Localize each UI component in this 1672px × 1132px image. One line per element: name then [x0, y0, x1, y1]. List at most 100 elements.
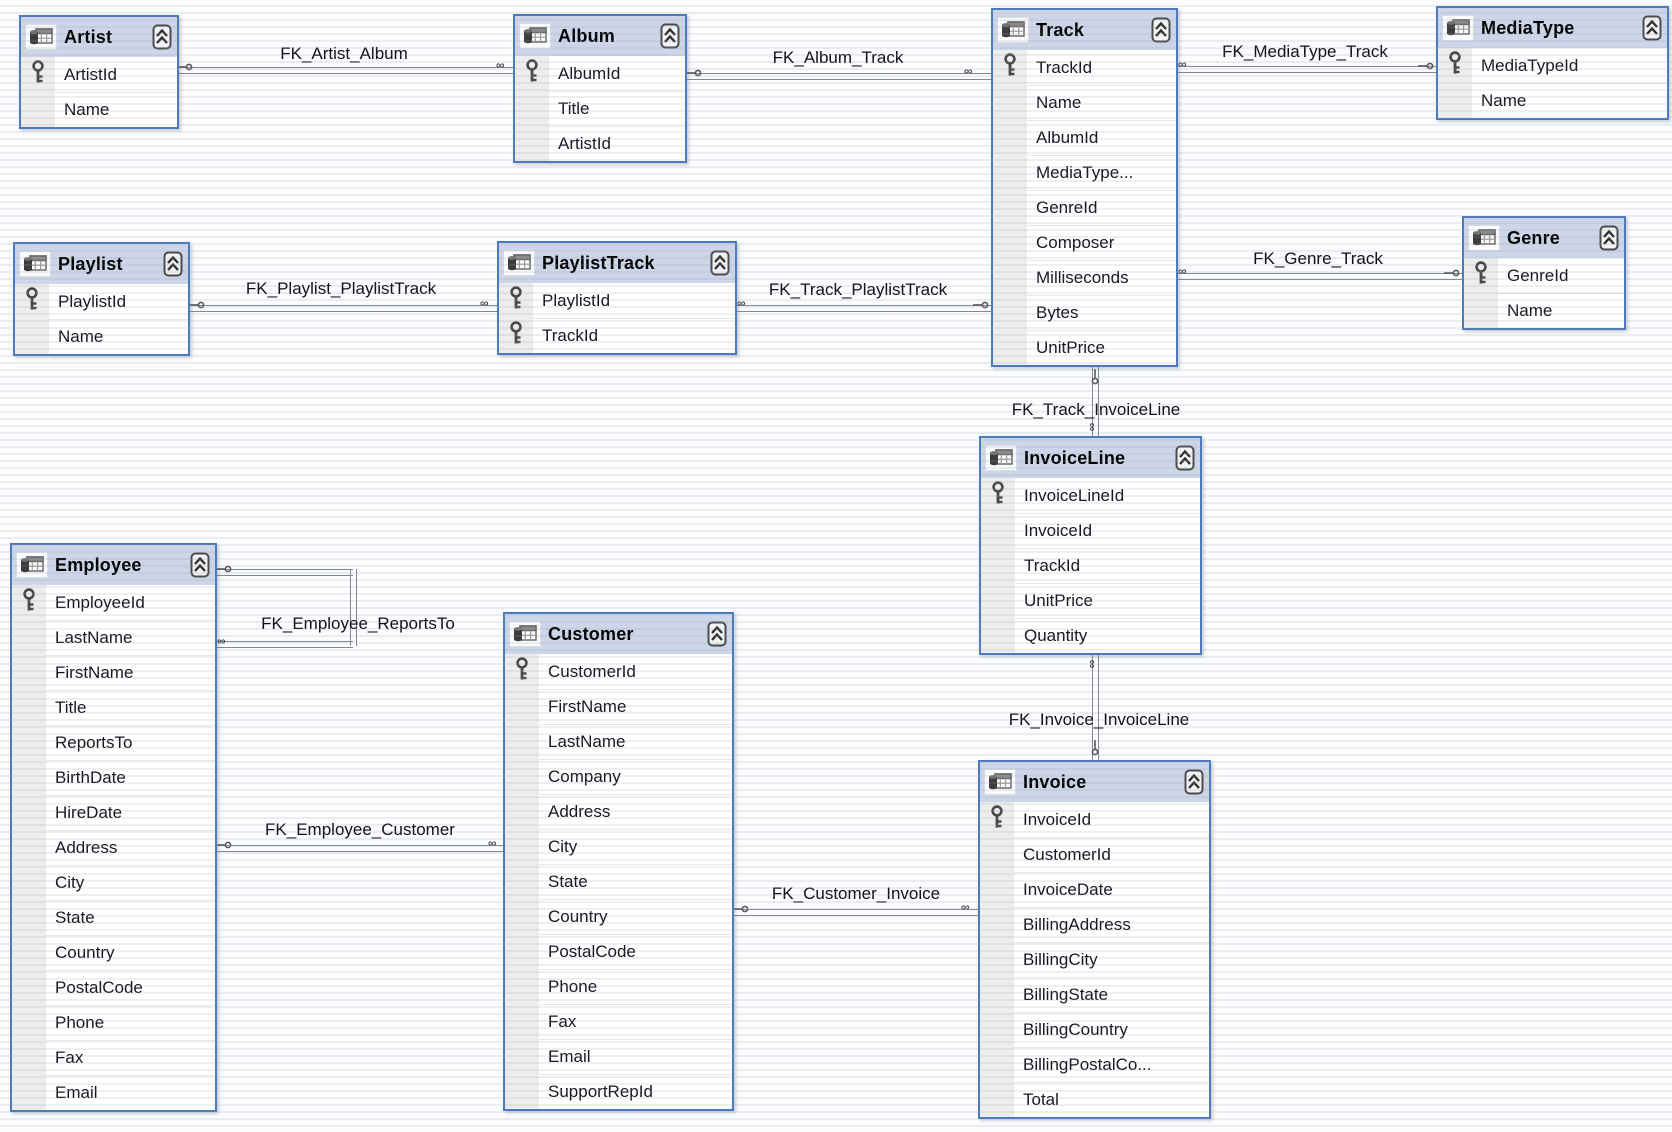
column-row[interactable]: ArtistId — [515, 126, 685, 161]
column-row[interactable]: Title — [12, 690, 215, 725]
collapse-button[interactable] — [1151, 17, 1171, 43]
column-row[interactable]: City — [12, 865, 215, 900]
collapse-button[interactable] — [660, 23, 680, 49]
column-row[interactable]: CustomerId — [505, 654, 732, 689]
column-row[interactable]: Country — [12, 935, 215, 970]
table-header[interactable]: MediaType — [1438, 8, 1667, 48]
table-artist[interactable]: Artist ArtistId Name — [19, 15, 179, 129]
column-row[interactable]: Fax — [505, 1004, 732, 1039]
relationship-line-fk-employee-reportsto-bottom[interactable] — [213, 641, 353, 648]
column-row[interactable]: ArtistId — [21, 57, 177, 92]
column-row[interactable]: InvoiceLineId — [981, 478, 1200, 513]
table-invoiceline[interactable]: InvoiceLine InvoiceLineId InvoiceId Trac… — [979, 436, 1202, 655]
table-header[interactable]: Playlist — [15, 244, 188, 284]
column-row[interactable]: Email — [505, 1039, 732, 1074]
relationship-label[interactable]: FK_MediaType_Track — [1222, 42, 1388, 61]
table-mediatype[interactable]: MediaType MediaTypeId Name — [1436, 6, 1669, 120]
table-header[interactable]: Invoice — [980, 762, 1209, 802]
relationship-line-fk-album-track[interactable] — [683, 73, 991, 80]
table-album[interactable]: Album AlbumId Title ArtistId — [513, 14, 687, 163]
column-row[interactable]: Milliseconds — [993, 260, 1176, 295]
column-row[interactable]: Name — [993, 85, 1176, 120]
table-playlist[interactable]: Playlist PlaylistId Name — [13, 242, 190, 356]
relationship-label[interactable]: FK_Genre_Track — [1253, 249, 1383, 268]
collapse-button[interactable] — [1184, 769, 1204, 795]
column-row[interactable]: Name — [1464, 293, 1624, 328]
column-row[interactable]: SupportRepId — [505, 1074, 732, 1109]
column-row[interactable]: HireDate — [12, 795, 215, 830]
relationship-line-fk-artist-album[interactable] — [175, 67, 513, 74]
table-invoice[interactable]: Invoice InvoiceId CustomerId InvoiceDate… — [978, 760, 1211, 1119]
table-header[interactable]: Track — [993, 10, 1176, 50]
column-row[interactable]: MediaTypeId — [1438, 48, 1667, 83]
column-row[interactable]: Email — [12, 1075, 215, 1110]
column-row[interactable]: PlaylistId — [499, 283, 735, 318]
column-row[interactable]: State — [12, 900, 215, 935]
relationship-label[interactable]: FK_Employee_Customer — [265, 820, 455, 839]
column-row[interactable]: FirstName — [505, 689, 732, 724]
column-row[interactable]: BillingCity — [980, 942, 1209, 977]
column-row[interactable]: CustomerId — [980, 837, 1209, 872]
column-row[interactable]: PlaylistId — [15, 284, 188, 319]
column-row[interactable]: Name — [15, 319, 188, 354]
column-row[interactable]: AlbumId — [515, 56, 685, 91]
column-row[interactable]: City — [505, 829, 732, 864]
column-row[interactable]: Fax — [12, 1040, 215, 1075]
relationship-label[interactable]: FK_Employee_ReportsTo — [261, 614, 455, 633]
collapse-button[interactable] — [163, 251, 183, 277]
relationship-line-fk-track-invoiceline[interactable] — [1092, 365, 1099, 436]
column-row[interactable]: TrackId — [993, 50, 1176, 85]
relationship-line-fk-customer-invoice[interactable] — [730, 909, 978, 916]
column-row[interactable]: State — [505, 864, 732, 899]
column-row[interactable]: Address — [12, 830, 215, 865]
collapse-button[interactable] — [190, 552, 210, 578]
relationship-line-fk-playlist-playlisttrack[interactable] — [186, 305, 497, 312]
relationship-label[interactable]: FK_Playlist_PlaylistTrack — [245, 279, 437, 298]
table-genre[interactable]: Genre GenreId Name — [1462, 216, 1626, 330]
relationship-label[interactable]: FK_Track_InvoiceLine — [1011, 400, 1181, 419]
column-row[interactable]: FirstName — [12, 655, 215, 690]
table-employee[interactable]: Employee EmployeeId LastName FirstName T… — [10, 543, 217, 1112]
relationship-label[interactable]: FK_Artist_Album — [280, 44, 408, 63]
relationship-line-fk-genre-track[interactable] — [1174, 273, 1462, 280]
table-header[interactable]: PlaylistTrack — [499, 243, 735, 283]
relationship-line-fk-employee-reportsto-side[interactable] — [350, 569, 357, 646]
column-row[interactable]: PostalCode — [12, 970, 215, 1005]
column-row[interactable]: BillingPostalCo... — [980, 1047, 1209, 1082]
relationship-line-fk-employee-customer[interactable] — [213, 845, 503, 852]
column-row[interactable]: Phone — [505, 969, 732, 1004]
column-row[interactable]: ReportsTo — [12, 725, 215, 760]
column-row[interactable]: TrackId — [981, 548, 1200, 583]
column-row[interactable]: BillingCountry — [980, 1012, 1209, 1047]
column-row[interactable]: Total — [980, 1082, 1209, 1117]
column-row[interactable]: BillingAddress — [980, 907, 1209, 942]
column-row[interactable]: Country — [505, 899, 732, 934]
table-header[interactable]: Customer — [505, 614, 732, 654]
column-row[interactable]: Bytes — [993, 295, 1176, 330]
column-row[interactable]: Company — [505, 759, 732, 794]
column-row[interactable]: Name — [1438, 83, 1667, 118]
column-row[interactable]: UnitPrice — [981, 583, 1200, 618]
collapse-button[interactable] — [152, 24, 172, 50]
relationship-line-fk-employee-reportsto-top[interactable] — [213, 569, 353, 576]
relationship-label[interactable]: FK_Invoice_InvoiceLine — [1008, 710, 1190, 729]
table-header[interactable]: Employee — [12, 545, 215, 585]
column-row[interactable]: Phone — [12, 1005, 215, 1040]
column-row[interactable]: UnitPrice — [993, 330, 1176, 365]
column-row[interactable]: TrackId — [499, 318, 735, 353]
relationship-line-fk-track-playlisttrack[interactable] — [733, 305, 991, 312]
column-row[interactable]: GenreId — [993, 190, 1176, 225]
column-row[interactable]: LastName — [505, 724, 732, 759]
collapse-button[interactable] — [1599, 225, 1619, 251]
column-row[interactable]: BirthDate — [12, 760, 215, 795]
collapse-button[interactable] — [710, 250, 730, 276]
column-row[interactable]: BillingState — [980, 977, 1209, 1012]
relationship-label[interactable]: FK_Album_Track — [772, 48, 904, 67]
column-row[interactable]: Quantity — [981, 618, 1200, 653]
column-row[interactable]: MediaType... — [993, 155, 1176, 190]
column-row[interactable]: Title — [515, 91, 685, 126]
table-track[interactable]: Track TrackId Name AlbumId MediaType... … — [991, 8, 1178, 367]
relationship-line-fk-invoice-invoiceline[interactable] — [1092, 653, 1099, 760]
column-row[interactable]: AlbumId — [993, 120, 1176, 155]
column-row[interactable]: InvoiceDate — [980, 872, 1209, 907]
